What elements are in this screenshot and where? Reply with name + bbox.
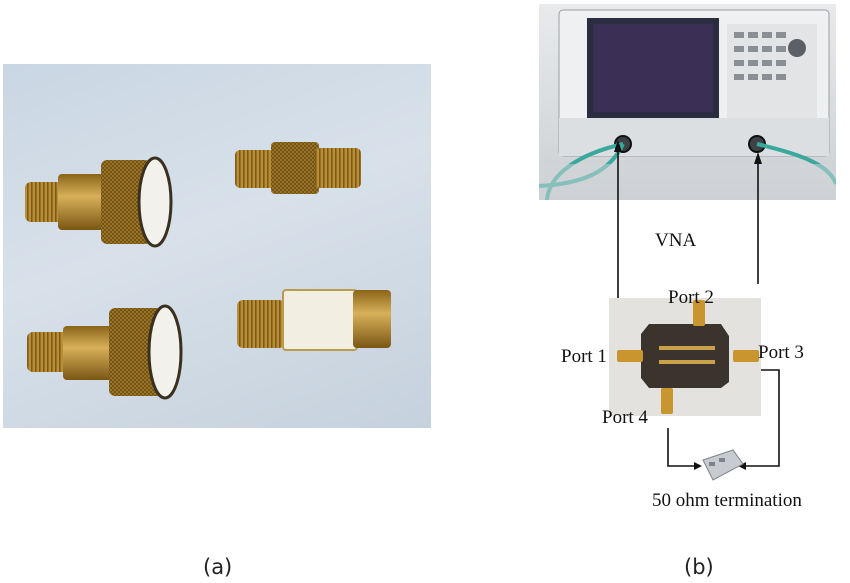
connector-bottom-right xyxy=(237,289,391,351)
connector-bottom-left xyxy=(27,304,183,400)
calibration-kit-illustration xyxy=(25,142,391,400)
connector-top-right xyxy=(235,142,361,194)
wire-port4 xyxy=(667,428,694,467)
coupler-illustration xyxy=(617,300,759,414)
caption-a: (a) xyxy=(203,555,233,579)
termination-load-illustration xyxy=(702,449,744,481)
vna-illustration xyxy=(538,9,838,201)
coupler-photo xyxy=(609,298,761,416)
vna-photo xyxy=(538,4,838,201)
port-3-label: Port 3 xyxy=(758,342,804,363)
connector-top-left xyxy=(25,156,173,248)
caption-b: (b) xyxy=(684,555,714,579)
wire-port3 xyxy=(746,369,780,467)
port-2-label: Port 2 xyxy=(668,287,714,308)
port-4-label: Port 4 xyxy=(602,407,648,428)
termination-label: 50 ohm termination xyxy=(652,490,802,511)
termination-load-photo xyxy=(697,446,745,484)
port-1-label: Port 1 xyxy=(561,346,607,367)
vna-label: VNA xyxy=(655,230,697,251)
calibration-kit-photo xyxy=(3,64,431,428)
